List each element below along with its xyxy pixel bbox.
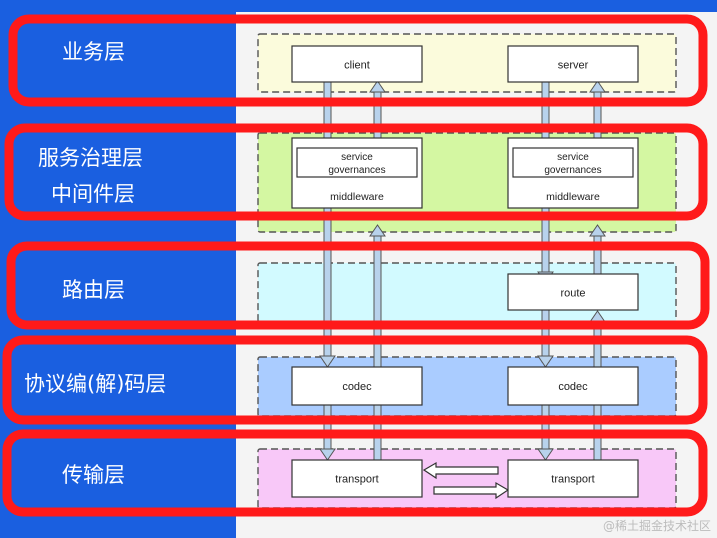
layer-label-governance-line2: 中间件层: [51, 182, 135, 206]
node-transport-left-label: transport: [335, 474, 378, 486]
node-middleware-right: service governances middleware: [507, 137, 639, 209]
layer-label-routing: 路由层: [62, 278, 125, 302]
node-codec-left: codec: [291, 366, 423, 406]
middleware-left-label: middleware: [330, 191, 384, 203]
transport-link-arrows: [422, 461, 510, 500]
service-governances-right-line2: governances: [544, 165, 601, 176]
node-codec-left-label: codec: [342, 381, 372, 393]
highlight-governance: [4, 123, 708, 221]
layer-label-business: 业务层: [62, 40, 125, 64]
highlight-transport: [2, 429, 708, 517]
service-governances-left-line2: governances: [328, 165, 385, 176]
node-route-label: route: [560, 288, 585, 300]
highlight-business: [8, 14, 708, 107]
node-client: client: [291, 45, 423, 83]
layer-label-transport: 传输层: [62, 463, 125, 487]
node-client-label: client: [344, 60, 370, 72]
highlight-frames: [2, 14, 710, 517]
middleware-right-label: middleware: [546, 191, 600, 203]
node-server-label: server: [558, 60, 589, 72]
service-governances-left-line1: service: [341, 152, 373, 163]
layer-label-codec: 协议编(解)码层: [24, 372, 167, 396]
highlight-routing: [6, 241, 710, 330]
layer-label-governance-line1: 服务治理层: [38, 146, 143, 170]
watermark: @稀土掘金技术社区: [602, 519, 711, 533]
node-service-governances-right: [512, 147, 634, 178]
node-route: route: [507, 273, 639, 311]
node-codec-right: codec: [507, 366, 639, 406]
node-transport-right: transport: [507, 459, 639, 498]
node-service-governances-left: [296, 147, 418, 178]
highlight-codec: [2, 335, 708, 425]
node-server: server: [507, 45, 639, 83]
node-transport-right-label: transport: [551, 474, 594, 486]
service-governances-right-line1: service: [557, 152, 589, 163]
node-transport-left: transport: [291, 459, 423, 498]
node-middleware-left: service governances middleware: [291, 137, 423, 209]
node-codec-right-label: codec: [558, 381, 588, 393]
